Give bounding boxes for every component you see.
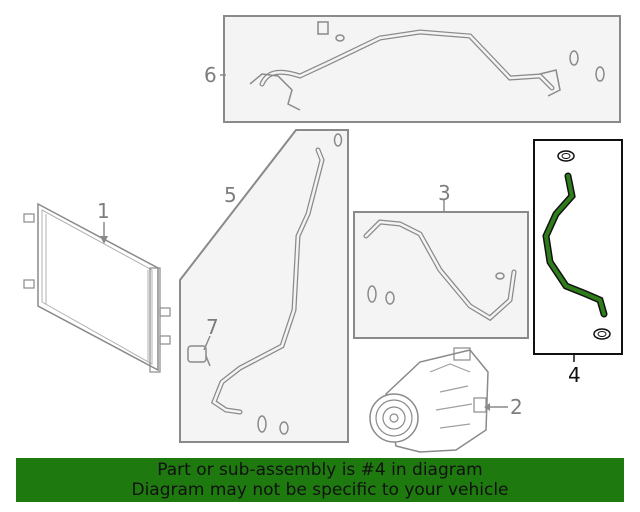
part-6-panel[interactable] (220, 15, 621, 123)
info-banner: Part or sub-assembly is #4 in diagram Di… (16, 458, 624, 502)
callout-5[interactable]: 5 (224, 183, 237, 207)
callout-2[interactable]: 2 (510, 395, 523, 419)
part-2-compressor[interactable] (369, 347, 508, 453)
banner-line-part-info: Part or sub-assembly is #4 in diagram (157, 460, 483, 480)
callout-1[interactable]: 1 (97, 199, 110, 223)
callout-7[interactable]: 7 (206, 315, 219, 339)
callout-3[interactable]: 3 (438, 181, 451, 205)
info-banner-background (16, 458, 624, 502)
callout-6[interactable]: 6 (204, 63, 217, 87)
part-5-panel[interactable] (179, 129, 349, 443)
part-1-condenser[interactable] (23, 202, 171, 373)
part-3-panel[interactable] (353, 200, 529, 339)
part-4-panel[interactable] (533, 139, 623, 362)
banner-line-disclaimer: Diagram may not be specific to your vehi… (131, 480, 509, 500)
callout-4[interactable]: 4 (568, 363, 581, 387)
